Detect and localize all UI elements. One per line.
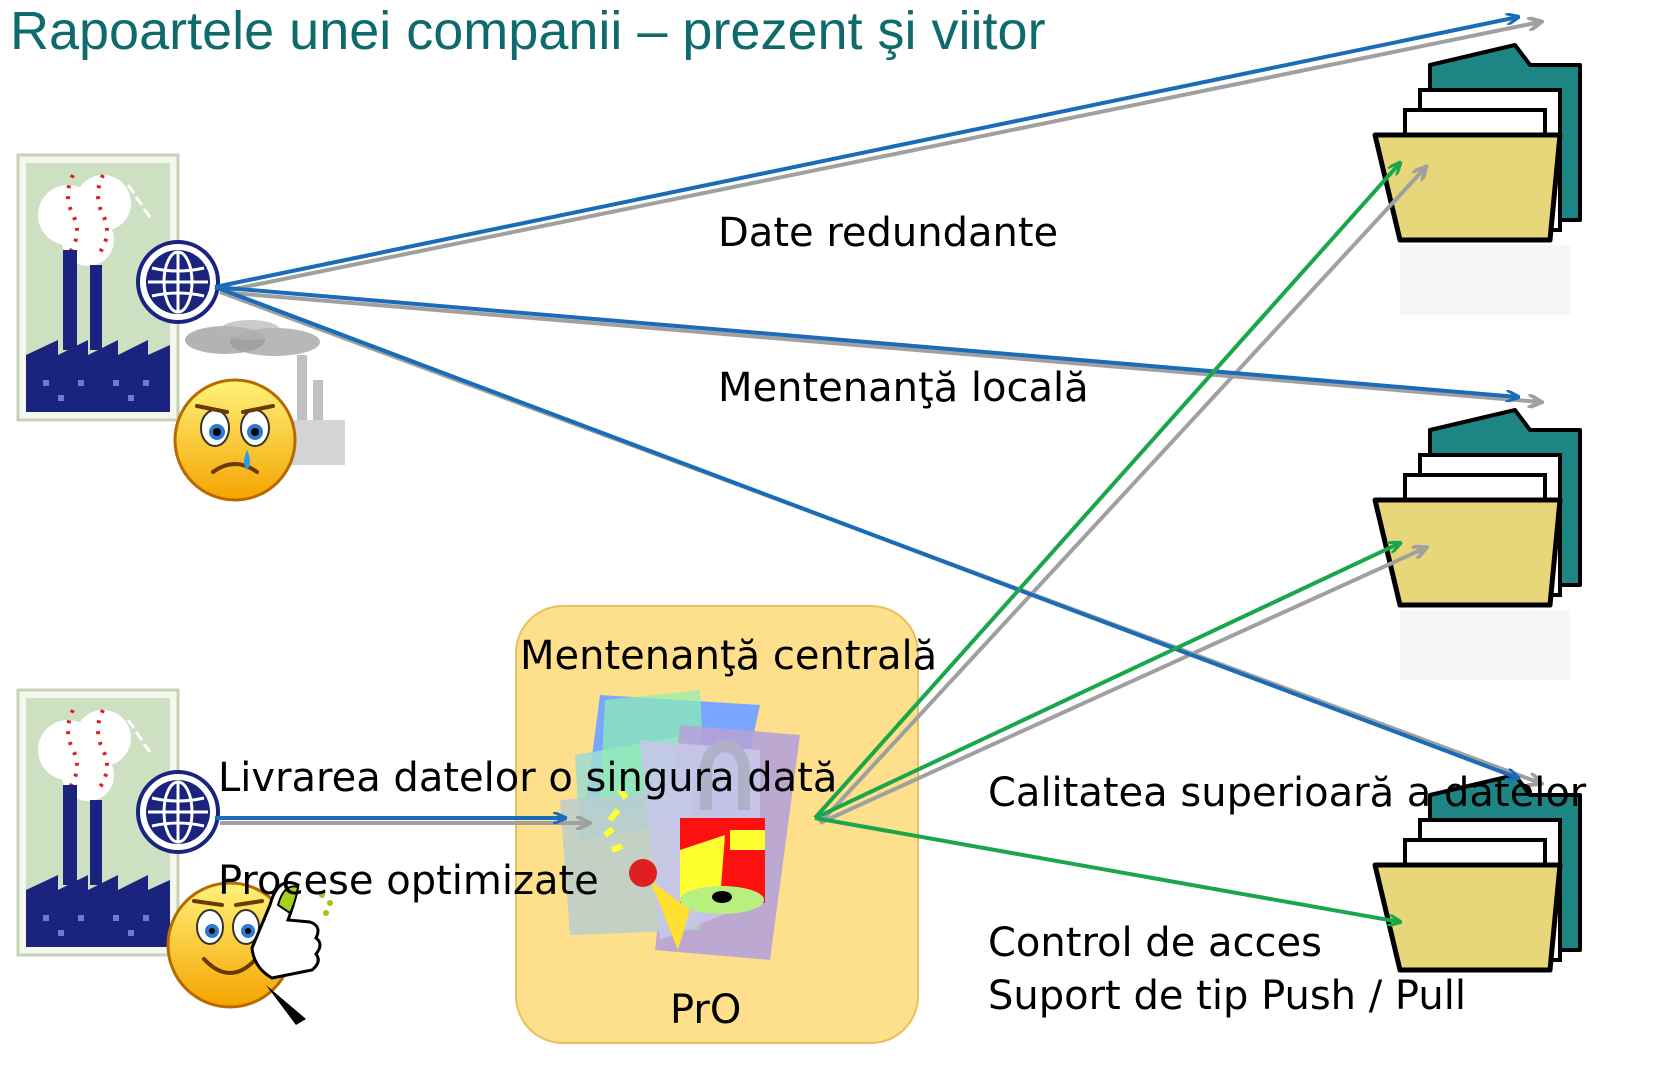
arrow-to-folder-bottom bbox=[214, 285, 1518, 778]
slide-title: Rapoartele unei companii – prezent şi vi… bbox=[10, 1, 1046, 61]
happy-face-thumbs-up-icon bbox=[166, 881, 333, 1025]
label-pro: PrO bbox=[670, 987, 742, 1033]
folder-icon-top bbox=[1375, 45, 1580, 240]
label-higher-quality: Calitatea superioară a datelor bbox=[988, 770, 1587, 816]
gray-shadow-arrows bbox=[219, 22, 1540, 823]
label-single-delivery: Livrarea datelor o singura dată bbox=[218, 755, 838, 801]
blue-arrows bbox=[214, 17, 1518, 818]
label-access-control: Control de acces bbox=[988, 920, 1322, 966]
folder-reflection bbox=[1400, 245, 1570, 680]
label-central-maintenance: Mentenanţă centrală bbox=[520, 633, 938, 679]
globe-icon-bottom bbox=[136, 770, 220, 854]
label-optimized-processes: Procese optimizate bbox=[218, 858, 599, 904]
sad-face-icon bbox=[173, 378, 297, 502]
lock-key-icon bbox=[560, 690, 800, 960]
green-arrows bbox=[813, 163, 1400, 922]
arrow-to-folder-middle bbox=[214, 285, 1518, 397]
label-push-pull: Suport de tip Push / Pull bbox=[988, 973, 1466, 1019]
folder-icon-middle bbox=[1375, 410, 1580, 605]
arrow-to-folder-top bbox=[214, 17, 1518, 289]
globe-icon-top bbox=[136, 240, 220, 324]
label-local-maintenance: Mentenanţă locală bbox=[718, 365, 1089, 411]
label-redundant-data: Date redundante bbox=[718, 210, 1059, 256]
